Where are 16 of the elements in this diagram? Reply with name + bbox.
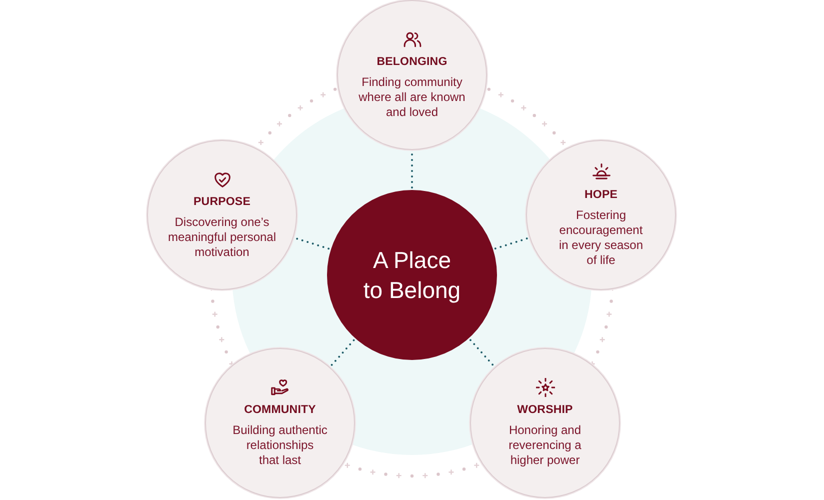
topic-description: Building authentic relationships that last: [232, 423, 328, 468]
hub-title: A Place to Belong: [362, 246, 462, 305]
topic-title: WORSHIP: [517, 403, 573, 417]
dotted-connector: [494, 237, 528, 250]
topic-title: HOPE: [584, 188, 618, 202]
dotted-connector: [469, 339, 494, 366]
dotted-connector: [330, 339, 355, 366]
topic-title: BELONGING: [376, 55, 448, 69]
dotted-connector: [294, 237, 330, 250]
topic-description: Honoring and reverencing a higher power: [508, 423, 582, 468]
topic-description: Fostering encouragement in every season of life: [558, 208, 644, 268]
topic-title: COMMUNITY: [244, 403, 316, 417]
dotted-connector: [411, 152, 413, 188]
topic-description: Discovering one’s meaningful personal motivation: [166, 215, 278, 260]
topic-description: Finding community where all are known and loved: [358, 75, 466, 120]
topic-title: PURPOSE: [194, 195, 250, 209]
